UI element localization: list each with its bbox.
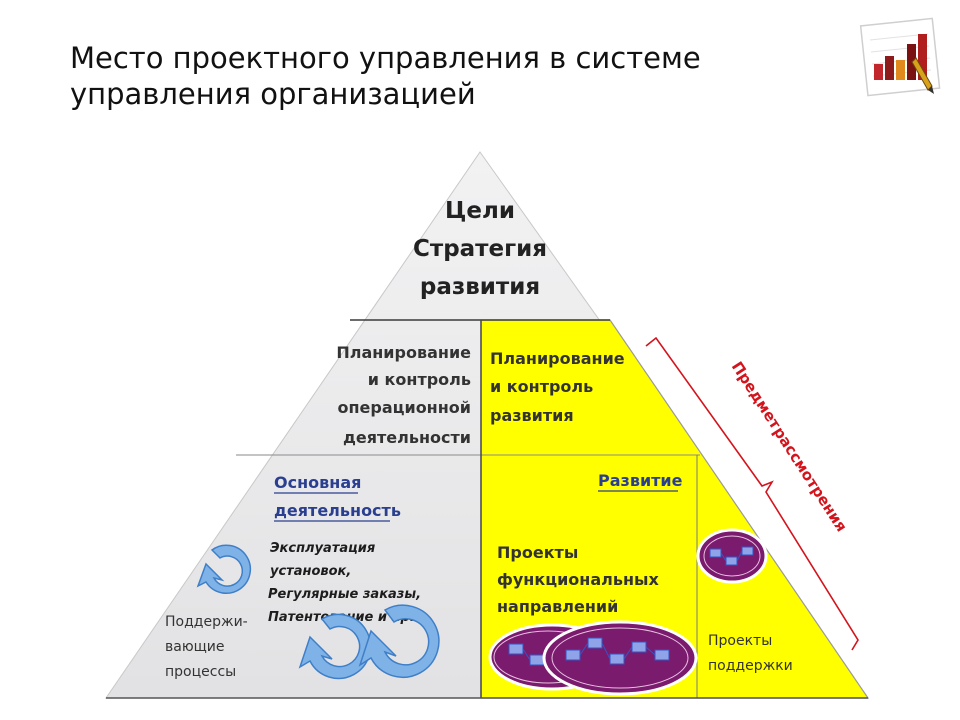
page-title-line-1: Место проектного управления в системе [70,41,701,75]
middle-right-line-1: Планирование [490,349,625,368]
cycle-arrow-icon [358,604,440,679]
functional-project-cluster [488,620,698,696]
scope-bracket [645,336,859,651]
main-activity-note-2: установок, [270,564,351,579]
top-label-line-1: Цели [445,198,515,224]
top-label-line-2: Стратегия [413,236,547,262]
main-activity-note-1: Эксплуатация [270,541,375,556]
middle-right-line-3: развития [490,406,574,425]
middle-right-line-2: и контроль [490,377,593,396]
main-activity-note-3: Регулярные заказы, [268,587,421,602]
bar-chart-pen-icon [859,17,941,97]
scope-label-line-1: Предмет [728,358,785,432]
middle-left-line-1: Планирование [336,343,471,362]
support-processes-line-2: вающие [165,639,225,655]
page-title-line-2: управления организацией [70,77,476,111]
functional-projects-line-3: направлений [497,597,618,616]
middle-left-line-2: и контроль [368,370,471,389]
page-title: Место проектного управления в системе уп… [70,40,850,112]
support-processes-line-3: процессы [165,664,236,680]
middle-left-line-3: операционной [337,398,471,417]
cycle-arrow-icon [196,544,252,594]
main-activity-heading-line-1: Основная [274,473,361,492]
cycle-arrow-icon [298,613,372,680]
support-project-cluster [696,528,768,584]
development-heading: Развитие [598,471,683,490]
support-projects-line-1: Проекты [708,633,772,649]
top-label-line-3: развития [420,274,540,300]
middle-left-line-4: деятельности [343,428,471,447]
functional-projects-line-1: Проекты [497,543,578,562]
functional-projects-line-2: функциональных [497,570,659,589]
main-activity-heading-line-2: деятельность [274,501,401,520]
support-projects-line-2: поддержки [708,658,793,674]
support-processes-line-1: Поддержи- [165,614,248,630]
